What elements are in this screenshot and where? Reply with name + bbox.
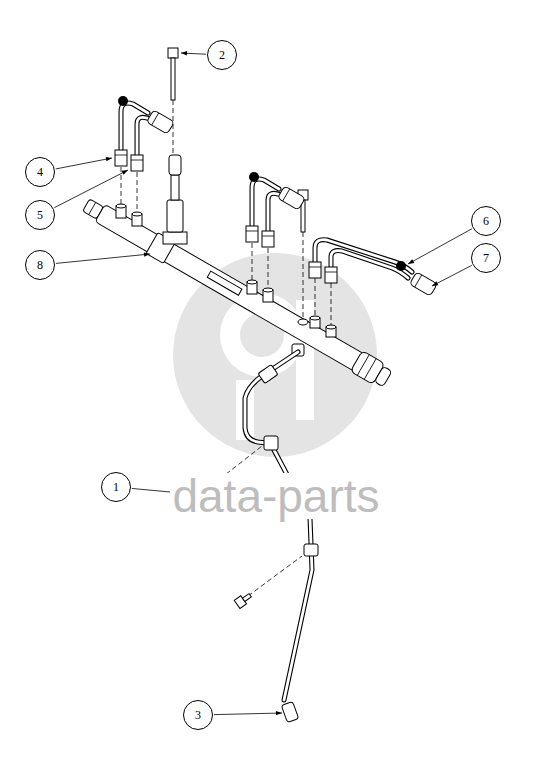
callout-circle: 3 xyxy=(183,700,213,730)
callout-number: 3 xyxy=(195,709,201,721)
callout-number: 2 xyxy=(219,49,225,61)
callout-number: 4 xyxy=(37,166,43,178)
callout-number: 1 xyxy=(113,481,119,493)
leader-arrowhead xyxy=(276,711,282,715)
fuel-rail xyxy=(80,195,393,390)
leader-line xyxy=(408,229,472,264)
injector-pipe xyxy=(115,96,305,302)
callout-number: 5 xyxy=(37,209,43,221)
leader-lines xyxy=(54,51,472,715)
leader-line xyxy=(54,170,128,208)
leader-line xyxy=(214,713,282,715)
leader-arrowhead xyxy=(106,157,112,161)
callout-circle: 7 xyxy=(471,243,501,273)
callout-circle: 1 xyxy=(101,472,131,502)
leader-line xyxy=(56,254,150,263)
leader-arrowhead xyxy=(432,281,438,286)
supply-pipe xyxy=(192,352,318,723)
callout-circle: 8 xyxy=(25,250,55,280)
callout-circle: 5 xyxy=(25,200,55,230)
watermark-text: data-parts xyxy=(170,473,381,519)
leader-arrowhead xyxy=(144,252,150,256)
callout-number: 6 xyxy=(483,215,489,227)
leader-line xyxy=(56,158,112,169)
callout-number: 7 xyxy=(483,252,489,264)
callout-number: 8 xyxy=(37,259,43,271)
injector-pipe xyxy=(309,240,437,337)
callout-circle: 2 xyxy=(207,40,237,70)
leader-arrowhead xyxy=(122,170,128,175)
mounting-bolt xyxy=(168,48,308,318)
leader-arrowhead xyxy=(181,51,187,55)
callout-circle: 4 xyxy=(25,157,55,187)
leader-arrowhead xyxy=(408,259,414,264)
callout-circle: 6 xyxy=(471,206,501,236)
leader-line xyxy=(432,265,472,286)
